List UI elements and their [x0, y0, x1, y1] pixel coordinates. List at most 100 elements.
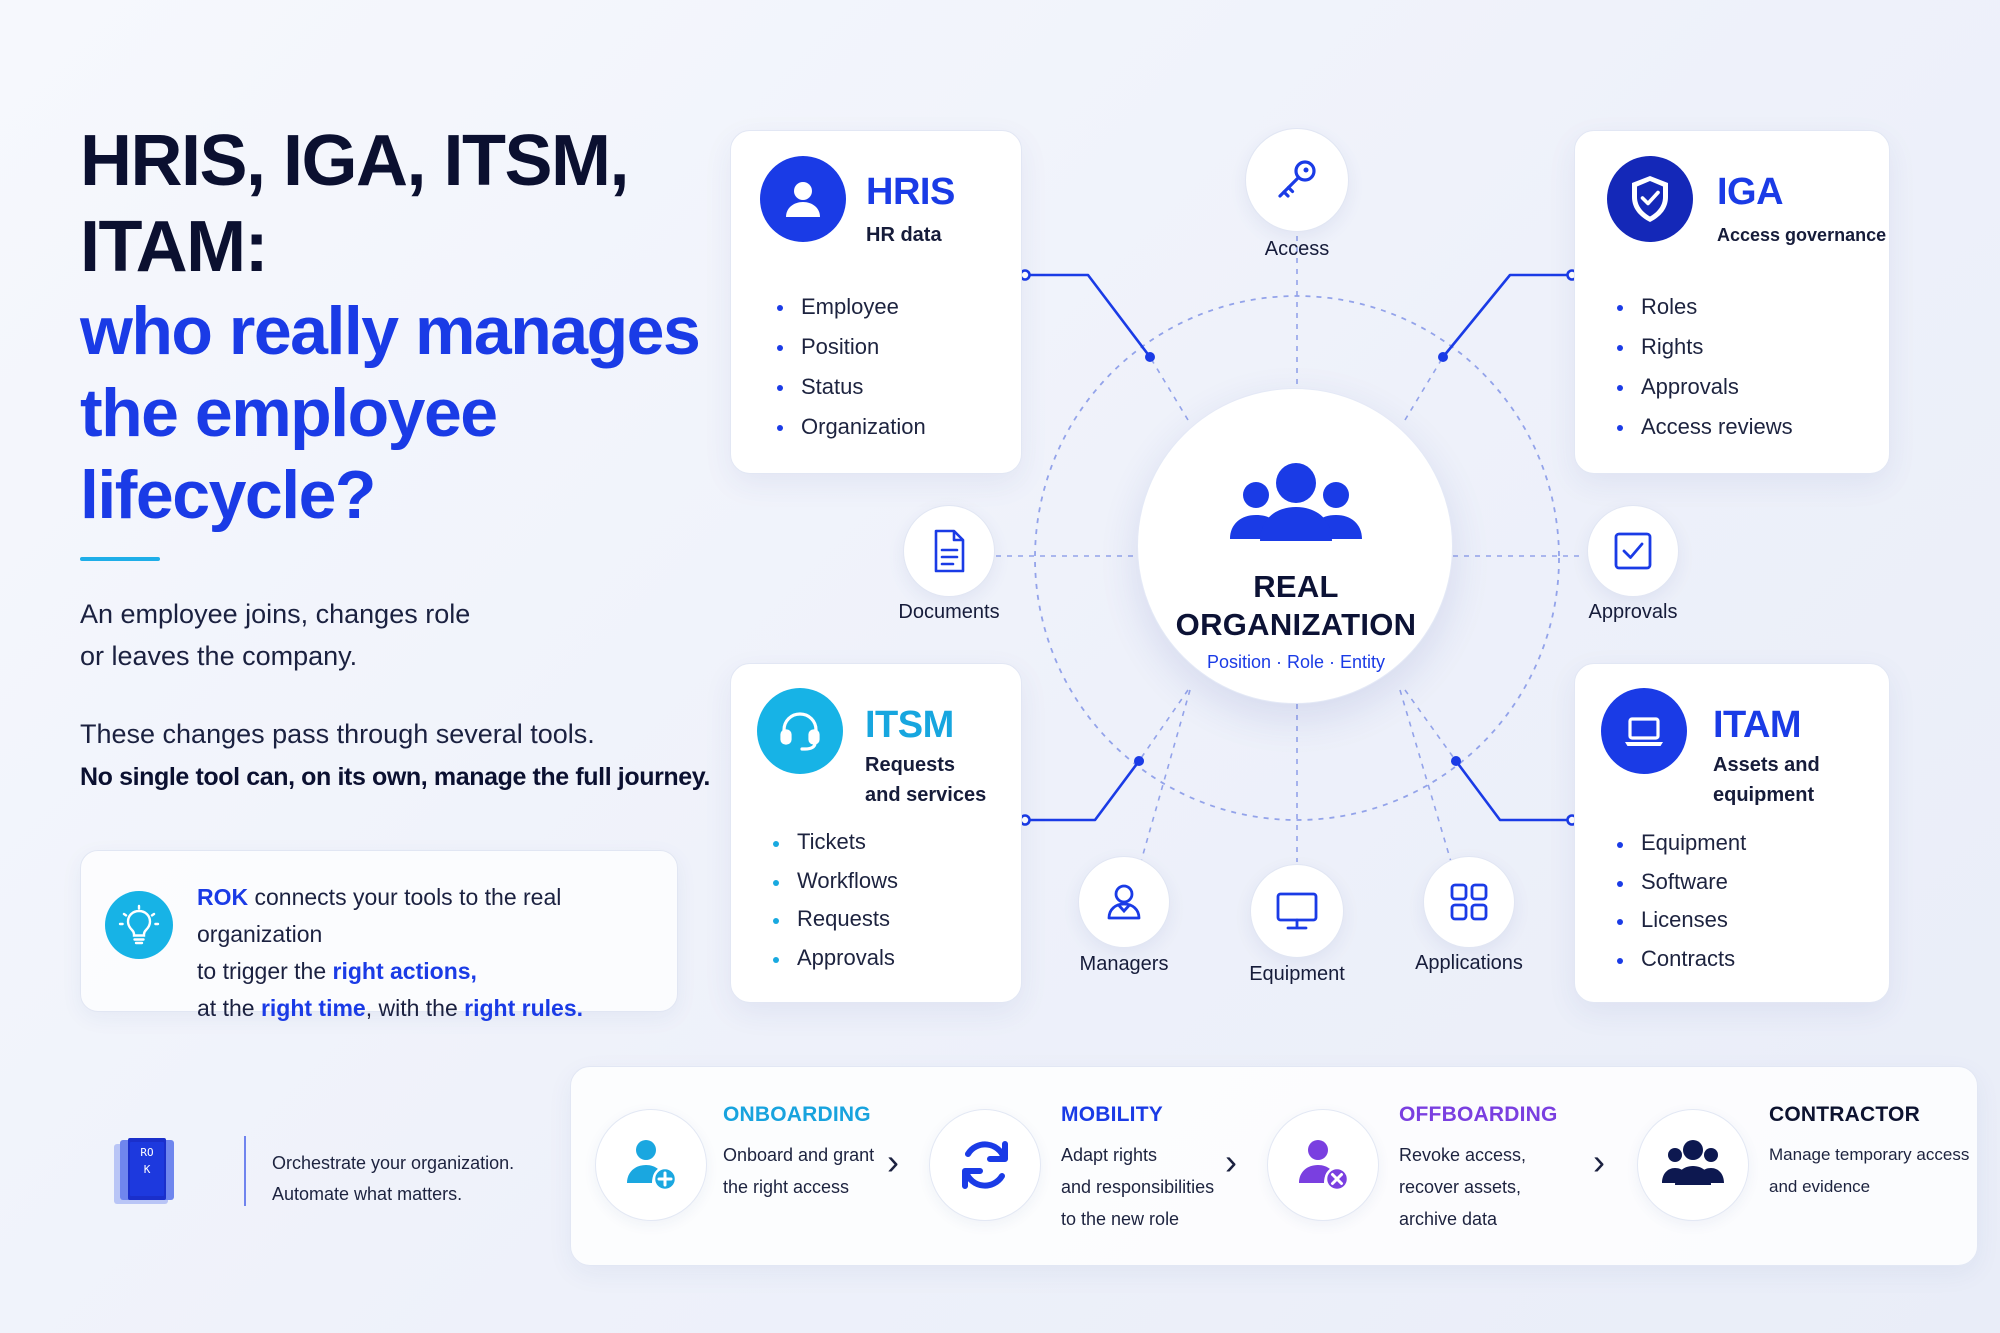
rok-logo: ROK [106, 1136, 182, 1212]
node-documents [903, 505, 995, 597]
node-applications-label: Applications [1415, 952, 1523, 974]
tools-text: These changes pass through several tools… [80, 719, 595, 749]
offboarding-desc-3: archive data [1399, 1209, 1498, 1229]
card-itsm-title: ITSM [865, 704, 954, 746]
headline-blue-line-1: who really manages [80, 293, 701, 369]
contractor-desc-1: Manage temporary access [1769, 1145, 1970, 1164]
node-access [1245, 128, 1349, 232]
laptop-icon [1601, 688, 1687, 774]
card-hris-title: HRIS [866, 171, 955, 213]
headline-line-2: ITAM: [80, 207, 269, 287]
hub-title-2: ORGANIZATION [1175, 607, 1417, 642]
list-item: Licenses [1615, 901, 1746, 940]
rok-callout-text: ROK connects your tools to the real orga… [197, 879, 667, 1027]
card-itam-subtitle-1: Assets and [1713, 754, 1820, 776]
node-equipment-label: Equipment [1249, 963, 1345, 985]
headline-divider [80, 557, 160, 561]
chevron-right-icon: › [887, 1141, 899, 1182]
team-icon [1230, 463, 1362, 541]
hub-title-1: REAL [1253, 569, 1339, 604]
onboarding-stage-icon [595, 1109, 707, 1221]
list-item: Software [1615, 863, 1746, 902]
checkbox-icon [1614, 532, 1652, 570]
node-approvals [1587, 505, 1679, 597]
intro-line-1: An employee joins, changes role [80, 599, 471, 629]
contractor-stage-icon [1637, 1109, 1749, 1221]
tools-strong-text: No single tool can, on its own, manage t… [80, 763, 710, 791]
manager-icon [1107, 884, 1141, 920]
lightbulb-icon [105, 891, 173, 959]
rok-text-4: , with the [365, 995, 465, 1021]
chevron-right-icon: › [1593, 1141, 1605, 1182]
rok-text-1: connects your tools to the real organiza… [197, 884, 562, 947]
logo-tagline-2: Automate what matters. [272, 1184, 463, 1204]
refresh-icon [962, 1141, 1008, 1189]
connector-joints [1134, 352, 1461, 766]
offboarding-desc-2: recover assets, [1399, 1177, 1522, 1197]
card-connectors [1025, 273, 1572, 822]
card-iga: IGA Access governance Roles Rights Appro… [1574, 130, 1890, 474]
list-item: Roles [1615, 287, 1793, 327]
user-icon [760, 156, 846, 242]
list-item: Position [775, 327, 926, 367]
mobility-desc: Adapt rights and responsibilities to the… [1061, 1139, 1214, 1235]
real-organization-hub: REAL ORGANIZATION Position · Role · Enti… [1137, 388, 1453, 704]
user-add-icon [627, 1140, 678, 1192]
list-item: Contracts [1615, 940, 1746, 979]
list-item: Status [775, 367, 926, 407]
card-itsm-subtitle: Requests and services [865, 750, 986, 810]
offboarding-title: OFFBOARDING [1399, 1103, 1558, 1126]
rok-text-3: at the [197, 995, 261, 1021]
list-item: Rights [1615, 327, 1793, 367]
list-item: Employee [775, 287, 926, 327]
rok-right-actions: right actions, [332, 958, 477, 984]
node-managers [1078, 856, 1170, 948]
chevron-right-icon: › [1225, 1141, 1237, 1182]
offboarding-desc: Revoke access, recover assets, archive d… [1399, 1139, 1526, 1235]
rok-text-2: to trigger the [197, 958, 333, 984]
card-itam-list: Equipment Software Licenses Contracts [1615, 824, 1746, 978]
user-remove-icon [1299, 1140, 1350, 1192]
card-itsm: ITSM Requests and services Tickets Workf… [730, 663, 1022, 1003]
document-icon [934, 529, 965, 573]
onboarding-desc: Onboard and grant the right access [723, 1139, 874, 1203]
logo-tagline-1: Orchestrate your organization. [272, 1153, 515, 1173]
list-item: Equipment [1615, 824, 1746, 863]
contractor-desc: Manage temporary access and evidence [1769, 1139, 1969, 1203]
card-hris-list: Employee Position Status Organization [775, 287, 926, 447]
headset-icon [757, 688, 843, 774]
list-item: Approvals [1615, 367, 1793, 407]
rok-callout: ROK connects your tools to the real orga… [80, 850, 678, 1021]
list-item: Tickets [771, 823, 898, 862]
card-iga-subtitle: Access governance [1717, 225, 1887, 245]
card-itam-subtitle-2: equipment [1713, 784, 1815, 806]
card-itsm-subtitle-2: and services [865, 784, 987, 806]
lifecycle-bar: ONBOARDING Onboard and grant the right a… [570, 1066, 1978, 1266]
card-itam: ITAM Assets and equipment Equipment Soft… [1574, 663, 1890, 1003]
logo-divider [244, 1136, 246, 1206]
intro-line-2: or leaves the company. [80, 641, 358, 671]
headline-line-1: HRIS, IGA, ITSM, [80, 121, 630, 201]
rok-right-rules: right rules. [464, 995, 584, 1021]
card-itsm-list: Tickets Workflows Requests Approvals [771, 823, 898, 977]
card-itsm-subtitle-1: Requests [865, 754, 956, 776]
node-approvals-label: Approvals [1588, 601, 1678, 623]
headline-blue-line-3: lifecycle? [80, 457, 376, 533]
onboarding-title: ONBOARDING [723, 1103, 871, 1126]
list-item: Approvals [771, 939, 898, 978]
dashed-spokes [996, 236, 1584, 866]
group-icon [1662, 1140, 1724, 1185]
contractor-desc-2: and evidence [1769, 1177, 1871, 1196]
mobility-title: MOBILITY [1061, 1103, 1163, 1126]
list-item: Organization [775, 407, 926, 447]
list-item: Requests [771, 900, 898, 939]
node-access-label: Access [1264, 238, 1330, 260]
headline-blue: who really manages the employee lifecycl… [80, 290, 740, 536]
rok-brand: ROK [197, 884, 249, 910]
offboarding-desc-1: Revoke access, [1399, 1145, 1527, 1165]
node-equipment [1250, 864, 1344, 958]
list-item: Access reviews [1615, 407, 1793, 447]
monitor-icon [1276, 892, 1318, 930]
offboarding-stage-icon [1267, 1109, 1379, 1221]
headline-blue-line-2: the employee [80, 375, 498, 451]
